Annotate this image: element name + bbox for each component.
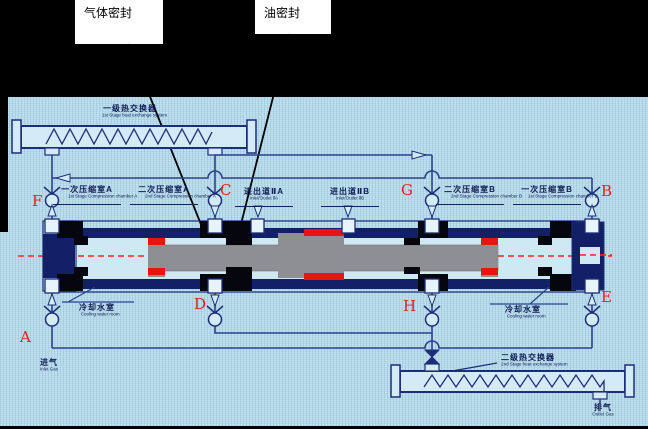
port-b <box>584 218 600 234</box>
hx1-coil <box>45 127 213 146</box>
hx2-label-leader <box>451 362 498 372</box>
arrow-e-up <box>587 293 597 306</box>
label-passage-iib: 进出道ⅡB Inlet/Outlet ⅡB <box>321 187 379 207</box>
arrow-iib-down <box>343 205 353 218</box>
port-letter-c: C <box>220 181 232 199</box>
heat-exchanger-2 <box>390 349 635 404</box>
cylinder-wall-bottom <box>59 279 597 289</box>
label-comp1a-cn: 一次压缩室A <box>61 185 113 194</box>
callout-gas-seal: 气体密封 <box>75 0 163 44</box>
cooling-left-leader <box>62 286 134 303</box>
hx2-inlet-valve <box>423 349 441 365</box>
port-d <box>207 278 223 294</box>
piston-b <box>481 238 498 277</box>
piston-a <box>148 238 165 277</box>
hx2-coil <box>423 373 605 392</box>
label-comp2b: 二次压缩室B 2nd Stage Compression chamber B <box>436 185 522 205</box>
pipe-stage2-discharge <box>214 293 433 350</box>
label-comp2b-en: 2nd Stage Compression chamber B <box>450 193 522 199</box>
bottom-black-strip <box>0 426 648 429</box>
arrow-d-down <box>210 294 220 307</box>
port-letter-d: D <box>194 295 207 313</box>
label-cooling-right-cn: 冷却水室 <box>505 305 541 314</box>
port-letter-a: A <box>20 328 31 346</box>
label-outlet-gas-cn: 排气 <box>594 403 612 412</box>
callout-gas-seal-text: 气体密封 <box>84 6 133 20</box>
port-letter-f: F <box>32 192 43 210</box>
label-passage-iia: 进出道ⅡA Inlet/Outlet ⅡA <box>235 187 293 207</box>
arrow-h-down <box>427 294 437 307</box>
port-letter-h: H <box>403 297 417 315</box>
label-hx1-cn: 一级热交换器 <box>103 104 157 113</box>
label-cooling-left-en: Cooling water room <box>80 311 120 317</box>
label-hx2-cn: 二级热交换器 <box>501 353 555 362</box>
label-outlet-gas-en: Outlet Gas <box>592 411 614 417</box>
label-passage-iia-en: Inlet/Outlet ⅡA <box>249 195 279 201</box>
label-cooling-right-en: Cooling water room <box>506 313 546 319</box>
arrow-left-header <box>54 173 71 183</box>
label-comp1a-en: 1st Stage Compression chamber A <box>67 193 138 199</box>
port-g <box>424 218 440 234</box>
label-comp2a: 二次压缩室A 2nd Stage Compression chamber A <box>130 185 216 205</box>
port-c <box>207 218 223 234</box>
label-cooling-right: 冷却水室 Cooling water room <box>494 305 552 323</box>
port-f <box>44 218 60 234</box>
label-comp2a-cn: 二次压缩室A <box>138 185 190 194</box>
heat-exchanger-1 <box>11 119 257 156</box>
label-hx2-en: 2nd Stage heat exchange system <box>501 361 568 367</box>
label-inlet-gas: 进气 Inlet Gas <box>28 358 70 376</box>
label-passage-iia-cn: 进出道ⅡA <box>243 187 285 196</box>
label-comp1b-cn: 一次压缩室B <box>521 185 573 194</box>
port-letter-b: B <box>601 182 613 200</box>
arrow-a-up <box>47 293 57 306</box>
port-e <box>584 278 600 294</box>
arrow-c-down <box>210 205 220 218</box>
label-hx1: 一级热交换器 1st Stage heat exchange system <box>80 104 180 122</box>
label-outlet-gas: 排气 Outlet Gas <box>582 403 624 421</box>
port-a <box>44 278 60 294</box>
cooling-label-leaders <box>62 286 568 305</box>
port-letter-g: G <box>401 181 413 199</box>
label-hx1-en: 1st Stage heat exchange system <box>102 112 168 118</box>
label-passage-iib-cn: 进出道ⅡB <box>329 187 371 196</box>
label-comp1b: 一次压缩室B 1st Stage Compression chamber B <box>513 185 598 205</box>
port-h <box>424 278 440 294</box>
label-comp1a: 一次压缩室A 1st Stage Compression chamber A <box>53 185 138 205</box>
port-letter-e: E <box>601 288 612 306</box>
pipe-discharge-header <box>52 170 592 179</box>
label-cooling-left: 冷却水室 Cooling water room <box>68 303 126 321</box>
arrow-g-down <box>427 205 437 218</box>
arrow-right-cooled <box>411 150 428 160</box>
cooling-right-leader <box>490 286 568 305</box>
label-passage-iib-en: Inlet/Outlet ⅡB <box>335 195 365 201</box>
oil-seal-leader-line <box>238 33 290 233</box>
label-inlet-gas-en: Inlet Gas <box>40 366 58 372</box>
label-comp2a-en: 2nd Stage Compression chamber A <box>144 193 216 199</box>
port-iib <box>341 218 356 234</box>
flow-arrows <box>54 150 428 183</box>
arrow-iia-down <box>253 205 263 218</box>
callout-oil-seal-text: 油密封 <box>264 6 301 20</box>
compressor-body <box>18 218 612 294</box>
left-black-strip <box>0 0 8 232</box>
label-comp2b-cn: 二次压缩室B <box>444 185 496 194</box>
piston-stage2 <box>278 233 344 278</box>
label-cooling-left-cn: 冷却水室 <box>79 303 115 312</box>
label-inlet-gas-cn: 进气 <box>40 358 58 367</box>
valve-ports <box>44 218 600 294</box>
port-iia <box>250 218 265 234</box>
callout-oil-seal: 油密封 <box>255 0 331 34</box>
label-hx2: 二级热交换器 2nd Stage heat exchange system <box>480 353 576 371</box>
label-comp1b-en: 1st Stage Compression chamber B <box>527 193 598 199</box>
